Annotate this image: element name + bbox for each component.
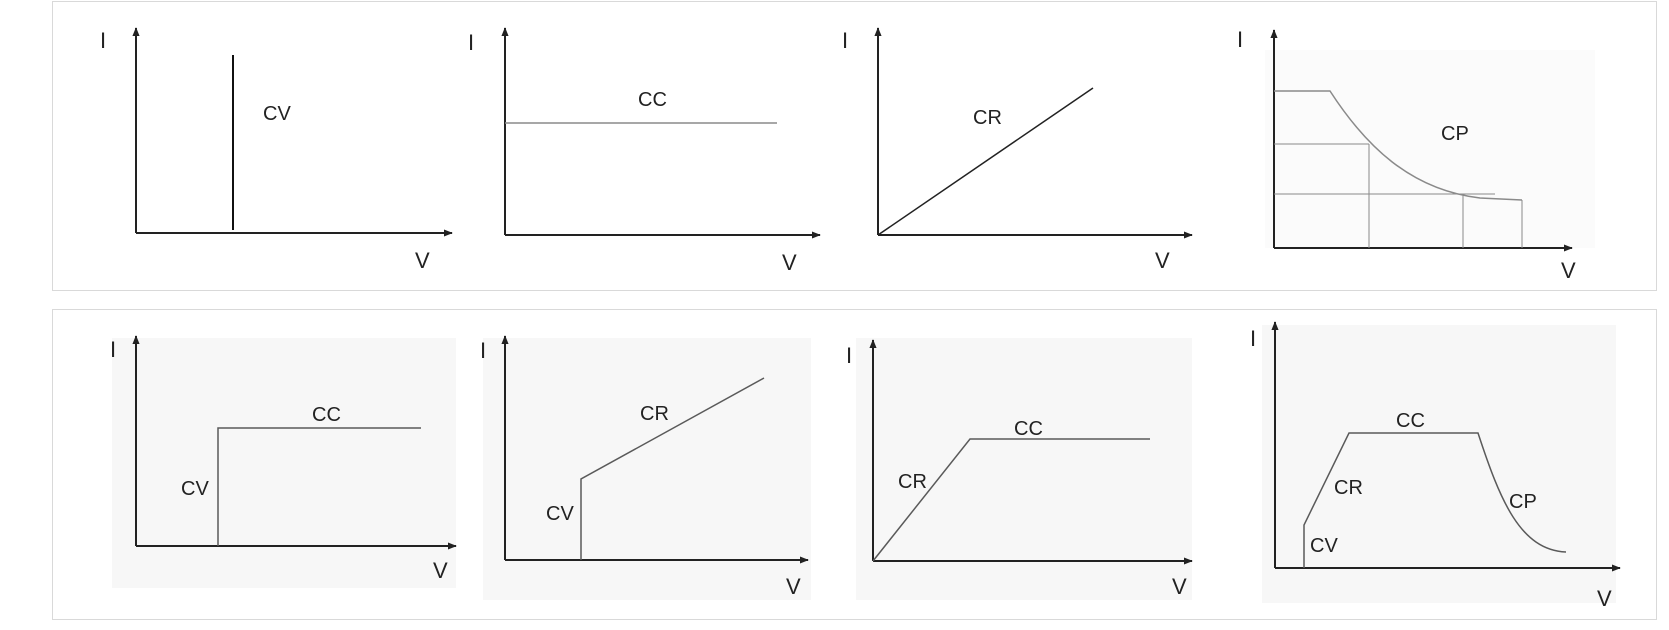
cc-mode-diagram: I V CC: [468, 27, 821, 275]
cr-label: CR: [898, 471, 927, 493]
y-axis-label: I: [846, 343, 852, 368]
cv-cc-curve: [217, 427, 421, 546]
y-axis-label: I: [480, 338, 486, 363]
cc-label: CC: [312, 404, 341, 426]
cv-cr-cc-cp-curve: [1303, 432, 1567, 568]
cv-mode-diagram: I V CV: [100, 27, 453, 273]
cr-mode-diagram: I V CR: [842, 27, 1193, 273]
plot-background: [1262, 325, 1616, 603]
cv-label: CV: [181, 478, 209, 500]
cr-label: CR: [640, 403, 669, 425]
x-axis-label: V: [415, 248, 430, 273]
cv-cr-curve: [580, 377, 765, 560]
y-axis-label: I: [1237, 27, 1243, 52]
y-axis-label: I: [100, 28, 106, 53]
y-axis-label: I: [468, 30, 474, 55]
cc-label: CC: [638, 89, 667, 111]
cp-label: CP: [1509, 491, 1537, 513]
cv-label: CV: [546, 503, 574, 525]
cr-label: CR: [1334, 477, 1363, 499]
cv-cr-mode-diagram: I V CV CR: [480, 335, 811, 600]
plot-background: [856, 338, 1192, 600]
y-axis-label: I: [842, 28, 848, 53]
cp-label: CP: [1441, 123, 1469, 145]
x-axis-label: V: [433, 558, 448, 583]
cv-cc-mode-diagram: I V CV CC: [110, 335, 457, 588]
x-axis-label: V: [1172, 574, 1187, 599]
cr-curve: [877, 87, 1094, 236]
cr-cc-mode-diagram: I V CR CC: [846, 338, 1193, 600]
x-axis-label: V: [1561, 258, 1576, 283]
cc-label: CC: [1396, 410, 1425, 432]
cp-mode-diagram: I V CP: [1237, 27, 1595, 283]
cp-curve: [1274, 90, 1523, 201]
x-axis-label: V: [1155, 248, 1170, 273]
y-axis-label: I: [1250, 326, 1256, 351]
plot-background: [1265, 50, 1595, 248]
plot-background: [112, 338, 456, 588]
cr-label: CR: [973, 107, 1002, 129]
x-axis-label: V: [786, 574, 801, 599]
cv-cr-cc-cp-mode-diagram: I V CV CR CC CP: [1250, 321, 1621, 611]
cr-cc-curve: [872, 438, 1150, 562]
y-axis-label: I: [110, 337, 116, 362]
cc-label: CC: [1014, 418, 1043, 440]
x-axis-label: V: [782, 250, 797, 275]
x-axis-label: V: [1597, 586, 1612, 611]
cv-label: CV: [263, 103, 291, 125]
cv-label: CV: [1310, 535, 1338, 557]
